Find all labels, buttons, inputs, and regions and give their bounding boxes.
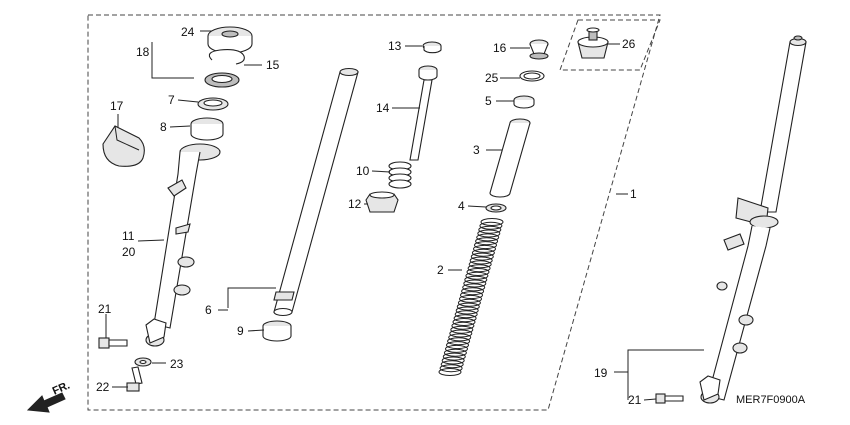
part-15-circlip xyxy=(208,49,245,65)
part-12-oil-lock-piece xyxy=(365,191,399,213)
callout-24: 24 xyxy=(181,25,195,39)
spring-coil xyxy=(443,348,467,357)
part-23-washer xyxy=(134,357,152,367)
spring-coil xyxy=(479,221,503,230)
part-10-rebound-spring xyxy=(388,161,412,189)
spring-coil xyxy=(476,233,500,242)
callout-10: 10 xyxy=(356,164,370,178)
callout-20: 20 xyxy=(122,245,136,259)
callout-13: 13 xyxy=(388,39,402,53)
callout-2: 2 xyxy=(437,263,444,277)
part-25-oring xyxy=(519,70,545,82)
part-9-bushing xyxy=(262,320,292,342)
part-16-bolt xyxy=(529,39,549,60)
spring-coil xyxy=(460,291,483,300)
part-21-bolt xyxy=(98,337,128,349)
callout-1: 1 xyxy=(630,187,637,201)
callout-18: 18 xyxy=(136,45,150,59)
callout-21: 21 xyxy=(98,302,112,316)
front-direction-arrow: FR. xyxy=(26,379,72,413)
part-17-protector xyxy=(102,125,145,167)
callout-19: 19 xyxy=(594,366,608,380)
spring-coil xyxy=(463,279,487,288)
callout-14: 14 xyxy=(376,101,390,115)
part-26-damper-bolt xyxy=(577,27,609,59)
callout-25: 25 xyxy=(485,71,499,85)
spring-coil xyxy=(471,248,495,257)
part-5-seat xyxy=(513,95,535,109)
spring-coil xyxy=(464,275,488,284)
spring-coil xyxy=(452,318,476,326)
callout-12: 12 xyxy=(348,197,362,211)
spring-coil xyxy=(470,252,494,261)
callout-26: 26 xyxy=(622,37,636,51)
part-3-spacer xyxy=(489,118,531,198)
spring-coil xyxy=(475,237,499,246)
part-24-cap xyxy=(207,26,253,54)
spring-coil xyxy=(467,264,491,273)
spring-coil xyxy=(449,329,473,338)
spring-coil xyxy=(440,360,464,369)
spring-coil xyxy=(473,244,496,253)
callout-11: 11 xyxy=(122,229,135,243)
spring-coil xyxy=(457,298,481,307)
spring-coil xyxy=(480,218,504,226)
callout-4: 4 xyxy=(458,199,465,213)
part-11-slider xyxy=(145,143,221,347)
callout-6: 6 xyxy=(205,303,212,317)
part-8-bushing xyxy=(190,117,224,141)
direction-label: FR. xyxy=(51,379,72,397)
part-1-fork-assembly xyxy=(699,35,807,404)
spring-coil xyxy=(465,271,489,280)
part-4-washer xyxy=(485,203,507,213)
part-13-ring xyxy=(422,41,442,54)
callout-23: 23 xyxy=(170,357,184,371)
spring-coil xyxy=(453,314,477,323)
part-22-bolt xyxy=(126,366,143,392)
spring-coil xyxy=(442,352,466,361)
callout-9: 9 xyxy=(237,324,244,338)
spring-coil xyxy=(451,321,475,330)
part-14-damper-rod xyxy=(409,65,438,161)
callout-21b: 21 xyxy=(628,393,642,407)
part-7-ring xyxy=(197,97,229,111)
spring-coil xyxy=(466,268,490,276)
part-2-fork-spring xyxy=(438,218,504,376)
spring-coil xyxy=(455,306,479,315)
drawing-code: MER7F0900A xyxy=(736,394,806,406)
callout-22: 22 xyxy=(96,380,110,394)
callout-5: 5 xyxy=(485,94,492,108)
callout-8: 8 xyxy=(160,120,167,134)
callout-15: 15 xyxy=(266,58,280,72)
callout-17: 17 xyxy=(110,99,124,113)
inset-frame xyxy=(559,19,661,71)
spring-coil xyxy=(447,337,471,346)
spring-coil xyxy=(462,283,486,292)
spring-coil xyxy=(438,368,462,376)
spring-coil xyxy=(478,225,502,234)
spring-coil xyxy=(445,344,468,353)
callout-3: 3 xyxy=(473,143,480,157)
spring-coil xyxy=(469,256,493,265)
spring-coil xyxy=(477,229,501,238)
spring-coil xyxy=(468,260,492,269)
callout-7: 7 xyxy=(168,93,175,107)
spring-coil xyxy=(459,294,482,303)
part-21-bolt-assembly xyxy=(655,393,684,404)
spring-coil xyxy=(446,341,469,350)
part-18-seal xyxy=(204,72,240,88)
leader-lines xyxy=(105,30,704,401)
spring-coil xyxy=(448,333,472,342)
spring-coil xyxy=(441,356,465,365)
spring-coil xyxy=(439,364,463,373)
spring-coil xyxy=(456,302,480,311)
spring-coil xyxy=(461,287,485,296)
spring-coil xyxy=(454,310,478,319)
part-6-fork-tube xyxy=(273,67,359,317)
spring-coil xyxy=(474,241,497,250)
callout-16: 16 xyxy=(493,41,507,55)
spring-coil xyxy=(450,325,474,334)
